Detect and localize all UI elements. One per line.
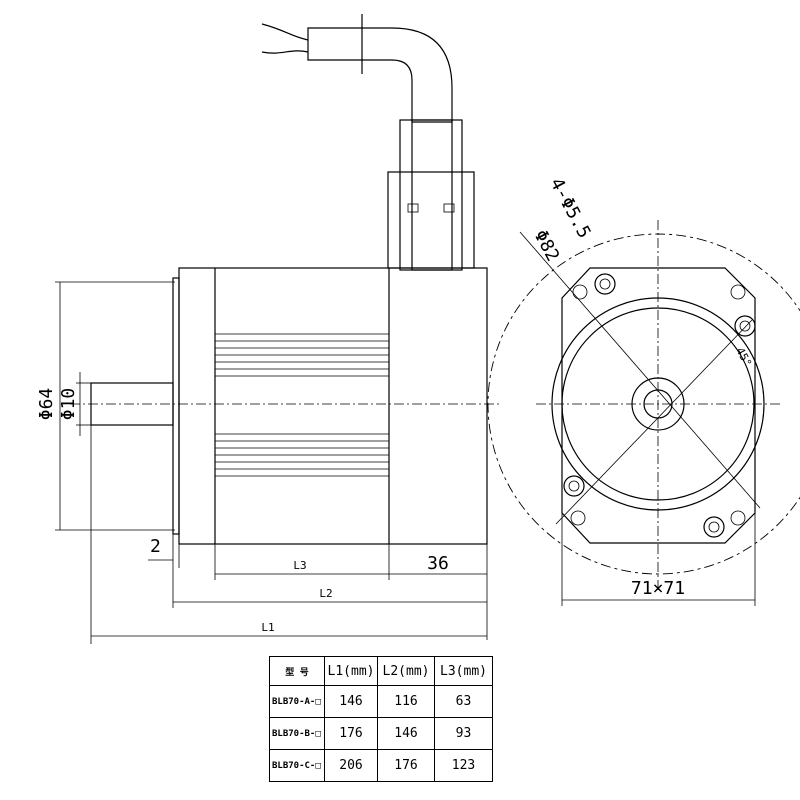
label-rear-len: 36 <box>427 553 449 574</box>
flange-plate <box>172 277 180 535</box>
cell-l2: 116 <box>377 685 435 718</box>
dim-shaft-dia: Φ10 <box>58 372 91 436</box>
label-l1: L1 <box>261 621 274 634</box>
cell-l1: 176 <box>324 717 378 750</box>
label-bolt-holes: 4-Φ5.5 <box>546 174 595 241</box>
cooling-fins <box>215 333 389 477</box>
header-l1: L1(mm) <box>324 656 378 686</box>
label-l3: L3 <box>293 559 306 572</box>
cell-l3: 123 <box>434 749 493 782</box>
dim-l1: L1 <box>90 425 487 644</box>
cable <box>261 14 453 123</box>
label-body-dia: Φ64 <box>36 388 57 421</box>
dim-flange-thk: 2 <box>148 534 180 568</box>
dim-l2: L2 <box>172 568 487 608</box>
label-angle: 45° <box>733 345 754 369</box>
label-flange-thk: 2 <box>150 536 161 557</box>
cell-l3: 63 <box>434 685 493 718</box>
side-view: Φ64 Φ10 2 L3 36 L2 <box>36 14 500 644</box>
table-row: BLB70-A-□ 146 116 63 <box>269 685 493 718</box>
cell-l1: 206 <box>324 749 378 782</box>
label-l2: L2 <box>319 587 332 600</box>
cell-l1: 146 <box>324 685 378 718</box>
table-header-row: 型 号 L1(mm) L2(mm) L3(mm) <box>269 656 493 686</box>
label-shaft-dia: Φ10 <box>58 388 79 421</box>
label-pitch-circle: Φ82 <box>530 226 564 265</box>
dim-body-dia: Φ64 <box>36 281 175 531</box>
spec-table: 型 号 L1(mm) L2(mm) L3(mm) BLB70-A-□ 146 1… <box>269 656 493 782</box>
table-row: BLB70-B-□ 176 146 93 <box>269 717 493 750</box>
header-model: 型 号 <box>269 656 325 686</box>
cable-gland <box>387 119 475 271</box>
cell-model: BLB70-B-□ <box>269 717 325 750</box>
header-l2: L2(mm) <box>377 656 435 686</box>
header-l3: L3(mm) <box>434 656 493 686</box>
bolt-holes <box>563 273 756 538</box>
cell-l2: 146 <box>377 717 435 750</box>
label-flange-size: 71×71 <box>631 578 685 599</box>
cell-model: BLB70-A-□ <box>269 685 325 718</box>
cell-model: BLB70-C-□ <box>269 749 325 782</box>
dim-l3: L3 36 <box>214 544 488 640</box>
square-flange <box>561 267 756 544</box>
cell-l2: 176 <box>377 749 435 782</box>
motor-body <box>178 267 488 545</box>
table-row: BLB70-C-□ 206 176 123 <box>269 749 493 782</box>
dim-flange-size: 71×71 <box>561 513 756 606</box>
front-view: 4-Φ5.5 Φ82 45° 71×71 <box>487 174 800 606</box>
cell-l3: 93 <box>434 717 493 750</box>
